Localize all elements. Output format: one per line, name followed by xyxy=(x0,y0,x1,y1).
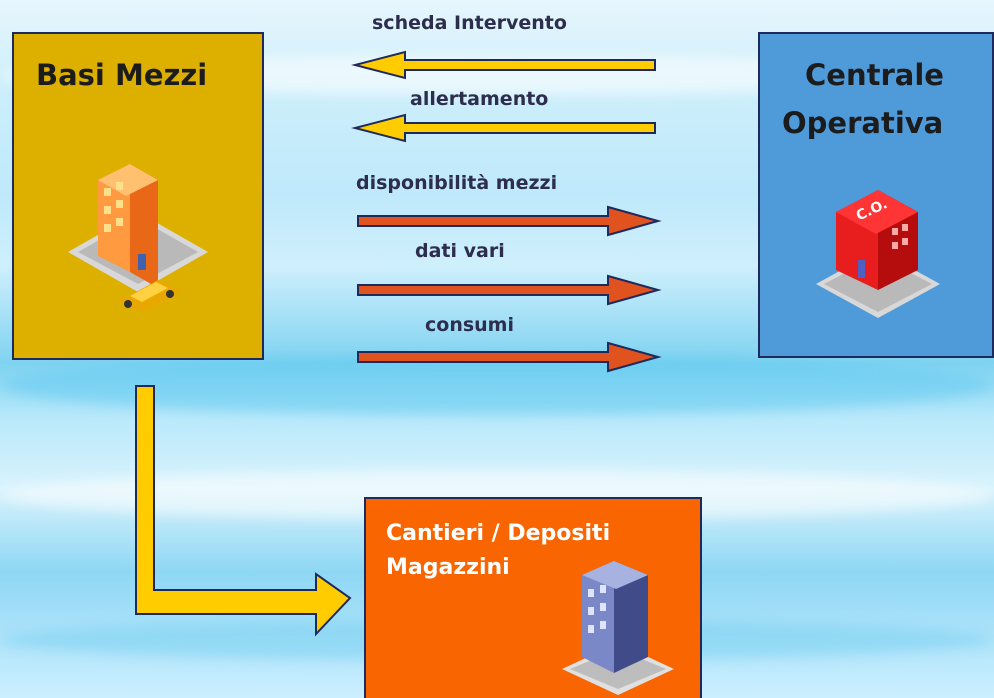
cantieri-depositi-box: Cantieri / Depositi Magazzini xyxy=(364,497,702,698)
arrow-scheda-intervento xyxy=(351,50,656,80)
orange-building-with-car-icon xyxy=(68,164,208,312)
arrow-allertamento xyxy=(351,113,656,143)
arrow-basi-to-cantieri xyxy=(135,385,352,637)
arrow-disponibilita-mezzi xyxy=(357,205,662,237)
arrow-dati-vari xyxy=(357,274,662,306)
label-allertamento: allertamento xyxy=(410,88,549,110)
cantieri-title-line2: Magazzini xyxy=(386,555,510,580)
red-building-icon: C.O. xyxy=(816,190,940,318)
centrale-operativa-title-line2: Operativa xyxy=(782,106,944,140)
label-consumi: consumi xyxy=(425,314,514,336)
centrale-operativa-box: Centrale Operativa C.O. xyxy=(758,32,994,358)
label-scheda-intervento: scheda Intervento xyxy=(372,12,567,34)
centrale-operativa-title-line1: Centrale xyxy=(805,58,944,92)
label-disponibilita-mezzi: disponibilità mezzi xyxy=(356,172,558,194)
basi-mezzi-box: Basi Mezzi xyxy=(12,32,264,360)
blue-building-icon xyxy=(562,561,674,695)
label-dati-vari: dati vari xyxy=(415,240,505,262)
background-stripe xyxy=(0,355,994,415)
basi-mezzi-title: Basi Mezzi xyxy=(36,58,208,92)
arrow-consumi xyxy=(357,341,662,373)
cantieri-title-line1: Cantieri / Depositi xyxy=(386,521,611,546)
